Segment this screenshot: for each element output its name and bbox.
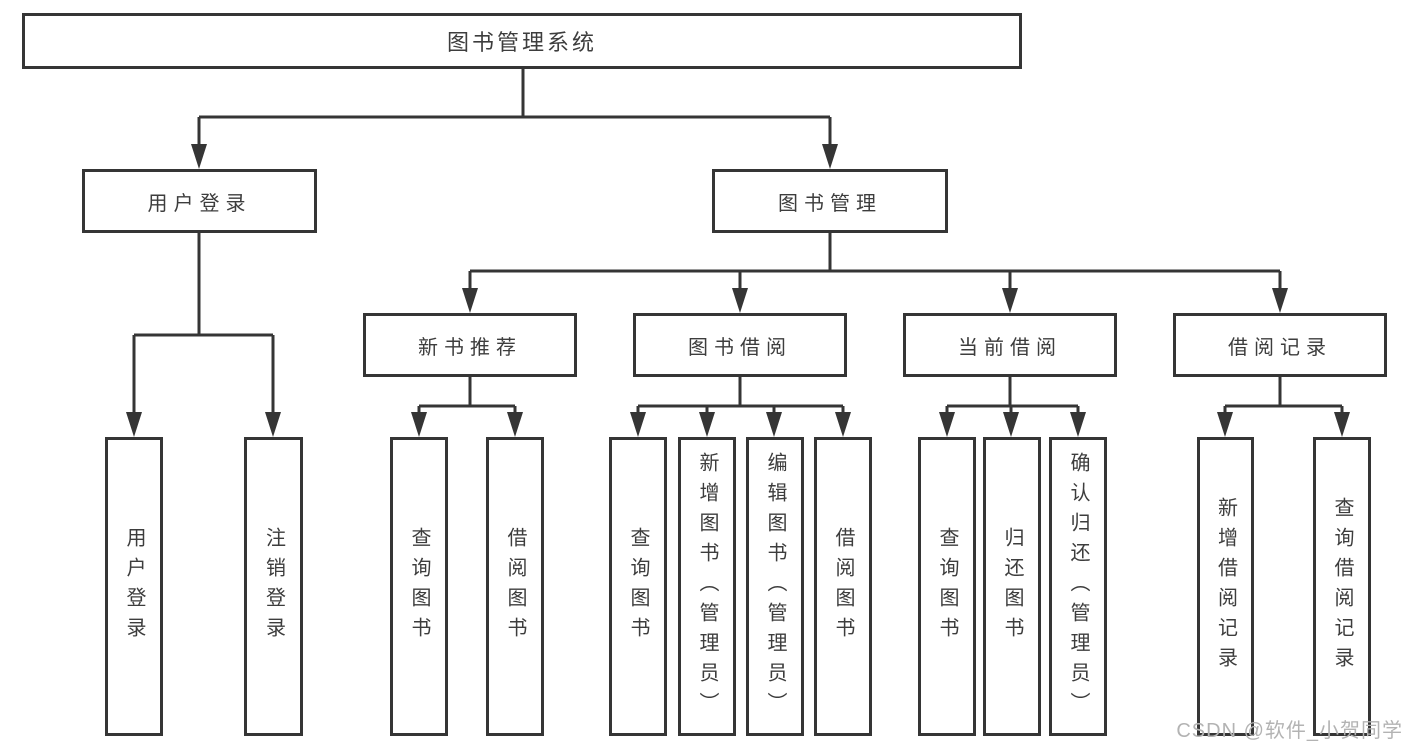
node-borrow-books-leaf: 借阅图书 (814, 437, 872, 736)
node-borrow-books-recommend: 借阅图书 (486, 437, 544, 736)
node-add-borrow-record: 新增借阅记录 (1197, 437, 1254, 736)
node-book-management: 图书管理 (712, 169, 948, 233)
node-query-books-borrowing: 查询图书 (609, 437, 667, 736)
node-query-borrow-record: 查询借阅记录 (1313, 437, 1371, 736)
node-new-book-recommendation: 新书推荐 (363, 313, 577, 377)
node-library-management-system: 图书管理系统 (22, 13, 1022, 69)
node-user-login: 用户登录 (82, 169, 317, 233)
node-borrowing-records: 借阅记录 (1173, 313, 1387, 377)
node-logout: 注销登录 (244, 437, 303, 736)
node-return-books: 归还图书 (983, 437, 1041, 736)
node-current-borrowing: 当前借阅 (903, 313, 1117, 377)
node-confirm-return-admin: 确认归还（管理员） (1049, 437, 1107, 736)
node-book-borrowing: 图书借阅 (633, 313, 847, 377)
node-add-books-admin: 新增图书（管理员） (678, 437, 736, 736)
node-user-login-leaf: 用户登录 (105, 437, 163, 736)
csdn-watermark: CSDN @软件_小贺同学 (1176, 720, 1403, 742)
node-edit-books-admin: 编辑图书（管理员） (746, 437, 804, 736)
node-query-books-current: 查询图书 (918, 437, 976, 736)
node-query-books-recommend: 查询图书 (390, 437, 448, 736)
